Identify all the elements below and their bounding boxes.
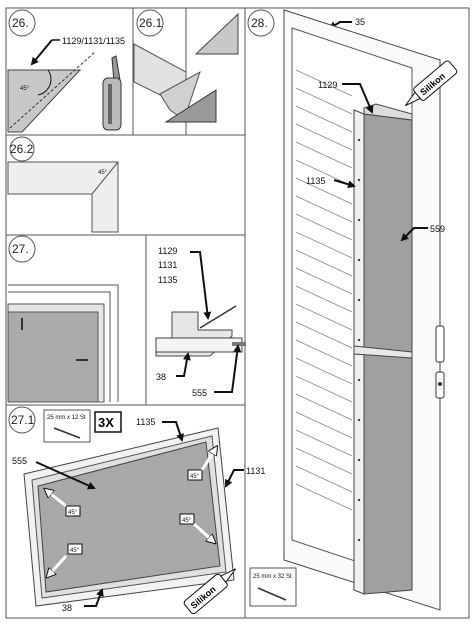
step-26-panel: 26. 45° 1129/1131/1135	[7, 9, 125, 133]
angle-45-bl: 45°	[70, 548, 80, 554]
step-28-panel: 28. 35	[247, 9, 458, 611]
panel-grid	[5, 7, 470, 619]
door-slats	[295, 69, 353, 511]
step-26-1-panel: 26.1	[133, 9, 239, 123]
part-label-1135-b: 1135	[136, 417, 155, 427]
leader-arrow	[30, 39, 53, 66]
profile-detail	[155, 305, 246, 357]
step-28-number: 28.	[251, 16, 268, 30]
part-label-1129-1131-1135: 1129/1131/1135	[62, 36, 125, 46]
part-label-35: 35	[355, 17, 365, 27]
screw-icon	[53, 427, 81, 439]
part-label-1131: 1131	[158, 260, 177, 270]
board-555	[37, 441, 221, 593]
mitre-corner-bottom	[164, 89, 217, 123]
part-label-1129: 1129	[158, 246, 177, 256]
part-label-38-b: 38	[62, 603, 72, 613]
step-27-1-panel: 27.1 25 mm x 12 St 3X 555 1135 1131 38 4…	[8, 406, 265, 615]
angle-45-label: 45°	[20, 86, 30, 92]
mid-rail	[353, 345, 413, 359]
top-cap-1129	[363, 103, 413, 121]
step-26-number: 26.	[12, 16, 29, 30]
part-label-1135: 1135	[158, 275, 177, 285]
screw-spec-28: 25 mm x 32 St	[253, 574, 292, 580]
angle-45-tr: 45°	[190, 474, 200, 480]
part-label-1129-c: 1129	[318, 80, 337, 90]
step-26-badge	[8, 9, 36, 37]
step-27-number: 27.	[12, 242, 29, 256]
cut-line	[9, 51, 96, 129]
part-label-38: 38	[156, 372, 166, 382]
screw-spec-box-28	[249, 567, 297, 607]
step-26-1-number: 26.1	[139, 16, 163, 30]
step-26-2-number: 26.2	[10, 142, 34, 156]
angle-45-br: 45°	[182, 518, 192, 524]
screw-spec-box	[43, 409, 91, 443]
angle-arc	[37, 69, 52, 96]
step-27-1-number: 27.1	[11, 413, 35, 427]
screw-icon-28	[257, 587, 287, 601]
part-label-555: 555	[192, 388, 207, 398]
step-27-panel: 27. 1129 1131 1135 38 555	[7, 235, 246, 403]
angle-45-label-2: 45°	[98, 170, 108, 176]
quantity-3x: 3X	[98, 415, 114, 430]
trim-strip	[7, 303, 105, 403]
part-label-559: 559	[430, 224, 445, 234]
part-label-1131-b: 1131	[246, 466, 265, 476]
part-label-555-b: 555	[12, 456, 27, 466]
screw-spec-27-1: 25 mm x 12 St	[47, 415, 86, 421]
part-label-1135-c: 1135	[306, 176, 325, 186]
step-26-2-panel: 26.2 45°	[7, 136, 119, 233]
mitre-board	[7, 69, 82, 133]
cutter-knife-icon	[102, 55, 122, 131]
mitre-corner-top	[194, 12, 239, 55]
door-handle-icon	[435, 325, 445, 399]
angle-45-tl: 45°	[68, 510, 78, 516]
